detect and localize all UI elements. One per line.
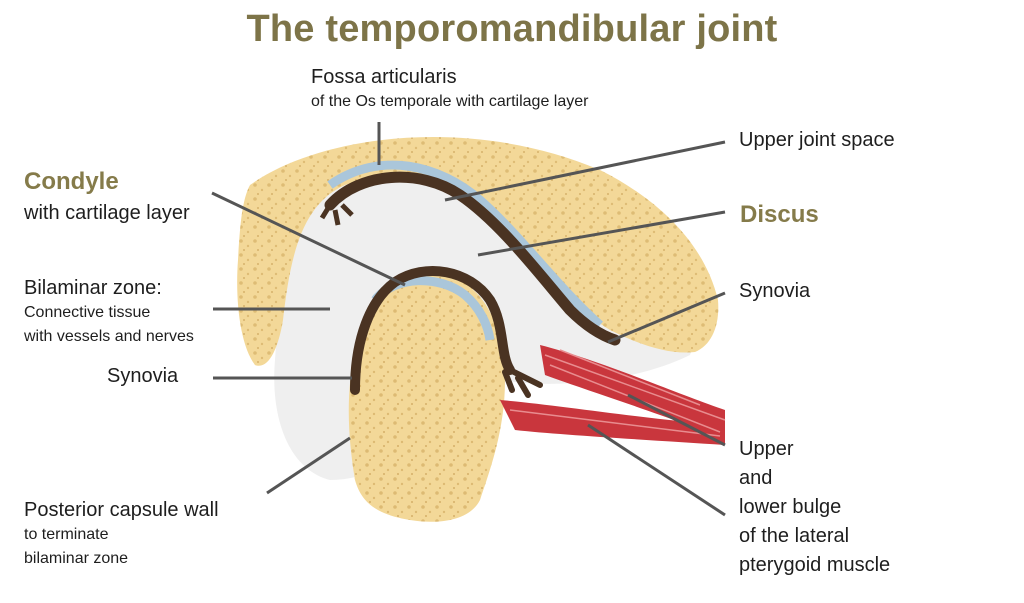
label-muscle-line-3: lower bulge (739, 496, 842, 518)
label-posterior-wall: Posterior capsule wall (24, 499, 219, 521)
label-muscle-line-1: Upper (739, 438, 794, 460)
leader-discus (477, 210, 726, 257)
label-bilaminar: Bilaminar zone: (24, 277, 162, 299)
leader-lines (211, 122, 726, 517)
label-muscle-line-5: pterygoid muscle (739, 554, 891, 576)
label-fossa: Fossa articularis (311, 66, 457, 88)
leader-upper-joint-space (444, 140, 726, 202)
label-fossa-sub: of the Os temporale with cartilage layer (311, 93, 589, 110)
leader-upper-bulge (627, 393, 726, 447)
label-muscle-line-4: of the lateral (739, 525, 850, 547)
label-bilaminar-sub1: Connective tissue (24, 304, 151, 321)
leader-condyle (211, 191, 406, 287)
label-condyle: Condyle (24, 168, 119, 195)
leader-lower-bulge (587, 423, 726, 517)
label-condyle-sub: with cartilage layer (24, 202, 190, 224)
label-discus: Discus (740, 201, 819, 228)
label-posterior-sub2: bilaminar zone (24, 550, 129, 567)
leader-posterior-wall (266, 436, 351, 495)
fossa-cartilage (327, 160, 603, 329)
lower-disc-band (350, 266, 515, 395)
diagram-title: The temporomandibular joint (246, 8, 778, 50)
lateral-pterygoid-muscle (500, 345, 726, 445)
label-muscle-line-2: and (739, 467, 773, 489)
label-synovia-left: Synovia (107, 365, 179, 387)
label-posterior-sub1: to terminate (24, 526, 109, 543)
label-upper-joint-space: Upper joint space (739, 129, 895, 151)
label-synovia-right: Synovia (739, 280, 811, 302)
discus (324, 171, 621, 346)
leader-synovia-right (607, 291, 726, 344)
label-bilaminar-sub2: with vessels and nerves (24, 328, 194, 345)
